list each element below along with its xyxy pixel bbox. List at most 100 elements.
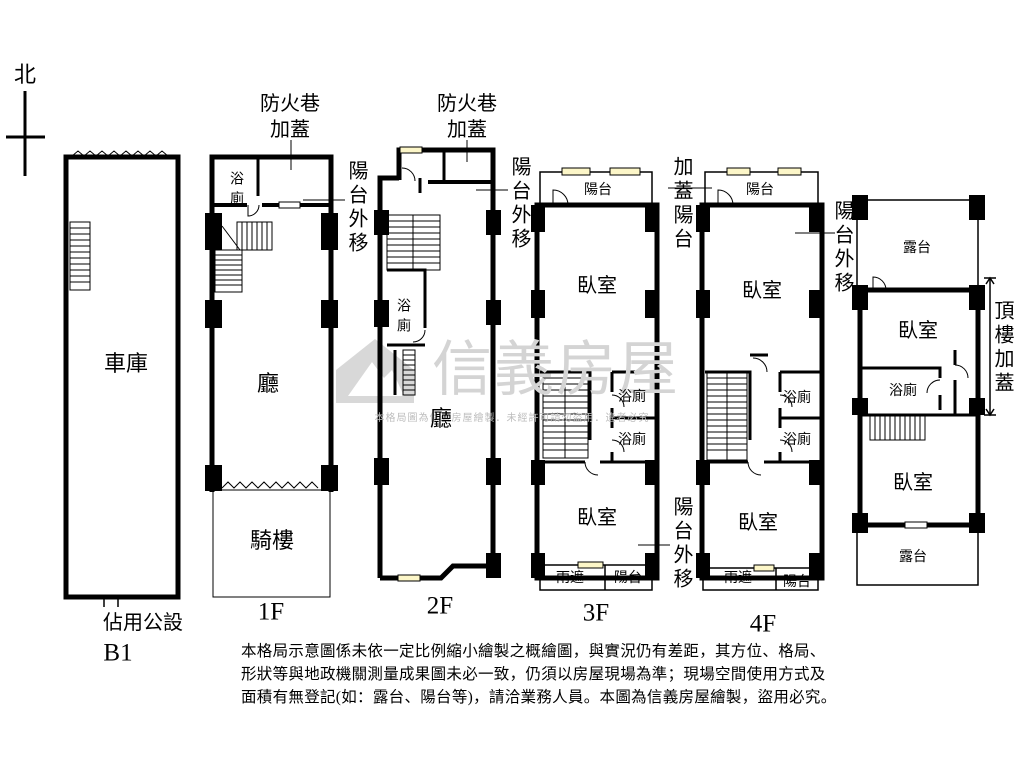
4f-door-arcs (747, 357, 793, 476)
b1-garage-label: 車庫 (103, 352, 149, 377)
b1-occupied-public-label: 佔用公設 (103, 610, 183, 634)
roof-balcony-moved-label: 陽台外移 (831, 200, 855, 296)
3f-floor-label: 3F (582, 599, 610, 627)
4f-window (726, 167, 751, 176)
column (531, 553, 545, 578)
column (486, 210, 501, 235)
column (531, 290, 545, 318)
column (486, 458, 501, 485)
2f-fire-lane-addition-label: 加蓋 (447, 117, 487, 141)
column (809, 553, 823, 578)
roof-stairs (869, 414, 926, 441)
added-balcony-label: 加蓋陽台 (670, 156, 694, 252)
3f-bath-lower-label: 浴廁 (618, 432, 646, 448)
3f-stairs (542, 377, 589, 459)
roof-columns (852, 195, 985, 533)
column (645, 290, 659, 318)
4f-canopy-label: 雨遮 (724, 570, 752, 586)
4f-balcony-top-label: 陽台 (746, 182, 774, 198)
floor-2f-plan (374, 140, 508, 582)
column (531, 460, 545, 485)
1f-window (278, 201, 301, 209)
column (205, 213, 222, 250)
column (852, 195, 868, 220)
4f-bath-upper-label: 浴廁 (783, 390, 811, 406)
column (852, 513, 868, 533)
4f-floor-label: 4F (749, 610, 777, 638)
column (645, 460, 659, 485)
3f-balcony-top-label: 陽台 (584, 182, 612, 198)
column (852, 398, 868, 415)
1f-arcade-outline (212, 489, 331, 598)
column (321, 465, 338, 491)
1f-door-arc (247, 204, 260, 217)
disclaimer-line-1: 本格局示意圖係未依一定比例縮小繪製之概繪圖，與實況仍有差距，其方位、格局、 (241, 643, 826, 660)
column (486, 553, 501, 578)
rooftop-addition-bracket (984, 276, 996, 417)
4f-stairs (706, 371, 748, 461)
roof-inner-walls (860, 350, 978, 417)
column (531, 205, 545, 232)
b1-stairs (69, 221, 91, 291)
4f-bedroom-rear-label: 臥室 (738, 510, 778, 534)
roof-window (904, 521, 928, 529)
1f-hall-label: 廳 (256, 372, 280, 397)
4f-window (777, 167, 802, 176)
2f-columns (374, 210, 501, 578)
watermark-brand: 信義房屋 (432, 335, 680, 405)
column (969, 195, 985, 220)
column (852, 285, 868, 310)
4f-columns (696, 205, 823, 578)
column (645, 205, 659, 232)
3f-bedroom-rear-label: 臥室 (577, 505, 617, 529)
1f-bath-label: 浴廁 (228, 171, 244, 211)
column (969, 513, 985, 533)
3f-balcony-moved-label: 陽台外移 (670, 496, 694, 592)
floor-roof-plan (852, 195, 996, 586)
column (205, 300, 222, 328)
3f-outer-wall (534, 202, 660, 581)
floor-3f-plan (531, 167, 670, 591)
column (696, 290, 710, 318)
1f-fire-lane-label: 防火巷 (260, 91, 320, 115)
3f-bedroom-front-label: 臥室 (577, 273, 617, 297)
2f-floor-label: 2F (426, 592, 454, 620)
2f-fire-lane-label: 防火巷 (437, 91, 497, 115)
4f-bedroom-front-label: 臥室 (742, 278, 782, 302)
4f-inner-walls (705, 353, 822, 464)
1f-arcade-label: 騎樓 (249, 529, 295, 554)
watermark-logo (336, 339, 414, 403)
roof-door-arc (872, 276, 887, 291)
disclaimer-line-2: 形狀等與地政機關測量成果圖未必一致，仍須以房屋現場為準；現場空間使用方式及 (241, 666, 826, 683)
floor-1f-plan (205, 140, 345, 598)
4f-balcony-bottom-label: 陽台 (783, 574, 811, 590)
1f-floor-label: 1F (257, 598, 285, 626)
column (374, 458, 389, 485)
2f-hall-label: 廳 (429, 407, 453, 432)
b1-floor-label: B1 (103, 639, 133, 667)
3f-inner-walls (540, 370, 655, 464)
2f-window-top (399, 146, 423, 154)
3f-window-bottom (577, 561, 604, 569)
3f-door-arcs (584, 394, 625, 476)
floor-b1-plan (63, 150, 181, 607)
column (374, 300, 389, 327)
disclaimer-line-3: 面積有無登記(如：露台、陽台等)，請洽業務人員。本圖為信義房屋繪製，盜用必究。 (241, 689, 837, 706)
1f-stairs (214, 221, 273, 293)
watermark-notice: 本格局圖為信義房屋繪製．未經許可請勿盜用．違者必究 (374, 413, 650, 424)
3f-columns (531, 205, 659, 578)
3f-window (609, 167, 641, 176)
3f-canopy-label: 雨遮 (556, 570, 584, 586)
roof-bath-label: 浴廁 (889, 383, 917, 399)
3f-window (561, 167, 591, 176)
b1-door-mark (103, 597, 119, 607)
column (809, 460, 823, 485)
column (205, 465, 222, 491)
roof-bedroom-front-label: 臥室 (898, 318, 938, 342)
1f-zigzag-opening (221, 481, 319, 489)
roof-terrace-bottom-label: 露台 (899, 549, 927, 565)
column (696, 205, 710, 232)
1f-columns (205, 213, 338, 491)
north-label: 北 (13, 63, 37, 88)
